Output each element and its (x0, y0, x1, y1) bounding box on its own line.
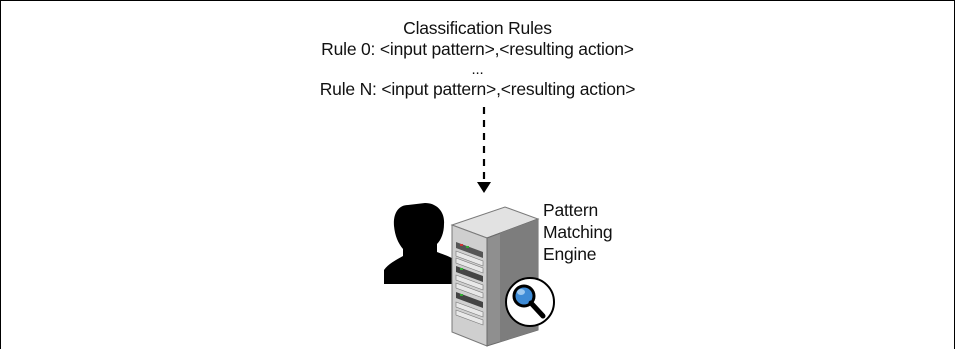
rule-first: Rule 0: <input pattern>,<resulting actio… (321, 39, 634, 59)
rule-last: Rule N: <input pattern>,<resulting actio… (319, 79, 636, 99)
rules-ellipsis: ... (471, 61, 484, 78)
engine-label-line1: Pattern (543, 200, 599, 220)
dashed-arrow (477, 107, 491, 193)
server-drive-bays (455, 242, 484, 326)
user-silhouette-icon (384, 203, 458, 284)
engine-label-line2: Matching (543, 222, 613, 242)
classification-rules-block: Classification Rules Rule 0: <input patt… (0, 18, 955, 100)
magnifier-icon (505, 277, 555, 327)
engine-label-line3: Engine (543, 244, 597, 264)
rules-title: Classification Rules (403, 18, 552, 38)
pattern-matching-engine-label: Pattern Matching Engine (543, 199, 613, 265)
